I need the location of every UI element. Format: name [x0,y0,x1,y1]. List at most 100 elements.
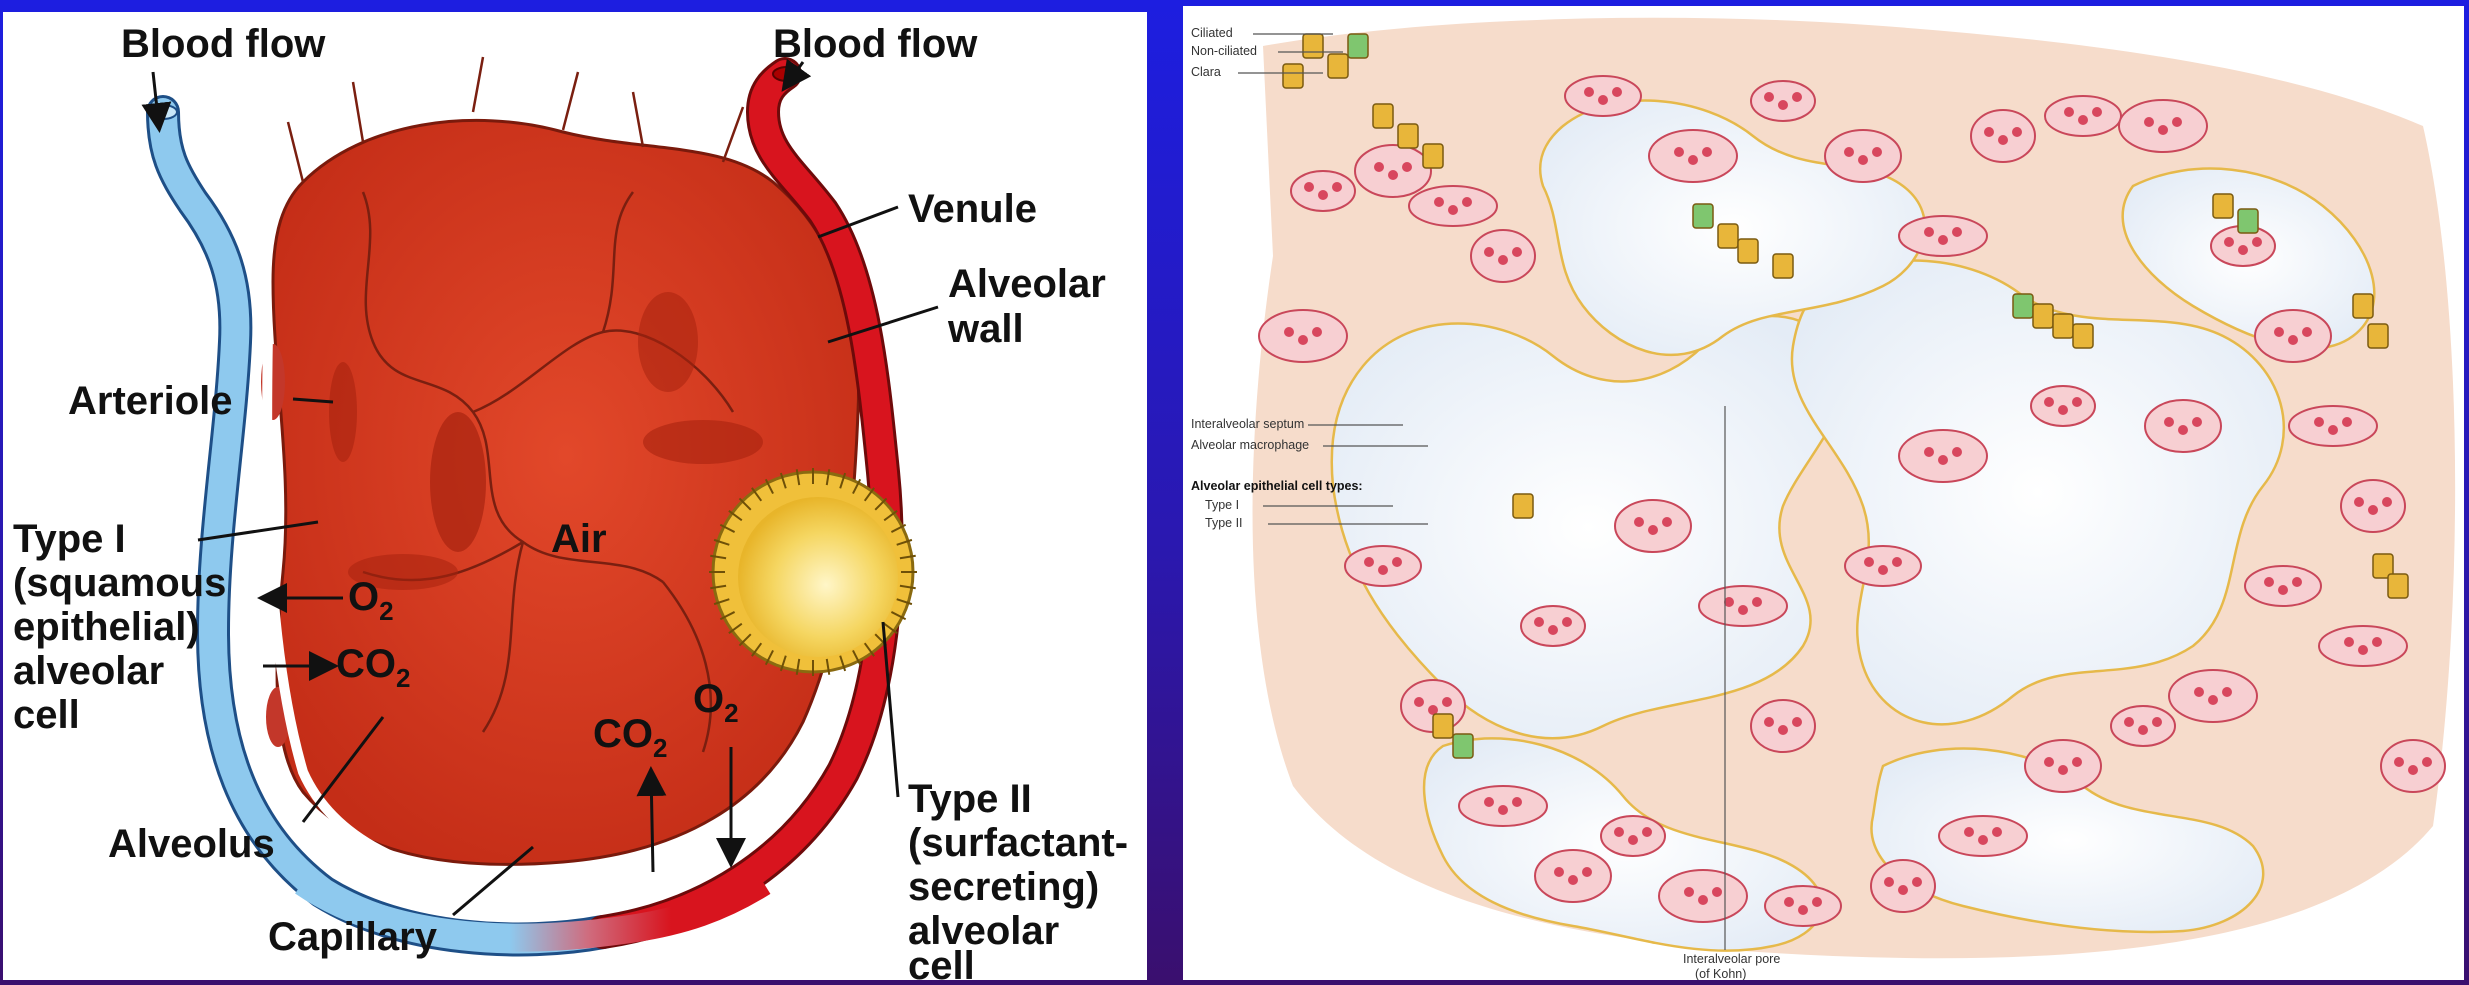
red-blood-cell [2152,717,2162,727]
alveolus-label: Alveolus [108,822,275,866]
red-blood-cell [1554,867,1564,877]
red-blood-cell [2072,397,2082,407]
red-blood-cell [2408,765,2418,775]
ciliated-label: Ciliated [1191,26,1233,40]
red-blood-cell [1364,557,1374,567]
arteriole-opening [148,104,178,120]
red-blood-cell [1642,827,1652,837]
red-blood-cell [1798,905,1808,915]
epithelial-cell [2052,313,2074,339]
alveolar-wall-leader [827,305,939,344]
red-blood-cell [1584,87,1594,97]
type1-label-3: epithelial) [13,605,200,649]
epithelial-cell [2372,553,2394,579]
red-blood-cell [1562,617,1572,627]
red-blood-cell [1612,87,1622,97]
alveolar-wall-label-1: Alveolar [948,262,1106,306]
red-blood-cell [2358,645,2368,655]
red-blood-cell [1938,455,1948,465]
red-blood-cell [1884,877,1894,887]
red-blood-cell [1414,697,1424,707]
type1-label-5: cell [13,693,80,737]
red-blood-cell [2064,107,2074,117]
red-blood-cell [1402,162,1412,172]
red-blood-cell [1684,887,1694,897]
inner-wall-lines [361,191,735,753]
red-blood-cell [1712,887,1722,897]
red-blood-cell [1764,717,1774,727]
blotch [638,292,698,392]
blotch [348,554,458,590]
red-blood-cell [1898,885,1908,895]
epithelial-cell [1512,493,1534,519]
alveolar-macrophage-label: Alveolar macrophage [1191,438,1310,452]
red-blood-cell [1388,170,1398,180]
red-blood-cell [1858,155,1868,165]
type2-leader [881,621,900,798]
red-blood-cell [1434,197,1444,207]
clara-label: Clara [1191,65,1221,79]
red-blood-cell [2422,757,2432,767]
red-blood-cell [1662,517,1672,527]
red-blood-cell [2314,417,2324,427]
co2-label-left: CO2 [336,642,411,693]
epithelial-cell [1717,223,1739,249]
red-blood-cell [2012,127,2022,137]
red-blood-cell [1428,705,1438,715]
red-blood-cell [2354,497,2364,507]
red-blood-cell [1598,95,1608,105]
red-blood-cell [2302,327,2312,337]
red-blood-cell [1778,100,1788,110]
red-blood-cell [1978,835,1988,845]
red-blood-cell [1864,557,1874,567]
red-blood-cell [1964,827,1974,837]
blood-flow-left-arrow [141,71,172,133]
arteriole-leader [292,397,334,404]
type1-label-4: alveolar [13,649,165,693]
venule-vessel [589,60,901,946]
red-blood-cell [2342,417,2352,427]
histology-illustration [1238,17,2456,959]
red-blood-cell [1878,565,1888,575]
red-blood-cell [2044,757,2054,767]
red-blood-cell [2264,577,2274,587]
red-blood-cell [1724,597,1734,607]
red-blood-cell [2288,335,2298,345]
type-ii-cell [709,468,917,676]
red-blood-cell [1332,182,1342,192]
red-blood-cell [2072,757,2082,767]
red-blood-cell [1812,897,1822,907]
type2-label-3: secreting) [908,865,1100,909]
type1-label-2: (squamous [13,561,227,605]
red-blood-cell [1284,327,1294,337]
red-blood-cell [2044,397,2054,407]
venule-label: Venule [908,187,1037,231]
capillary-vessel [295,870,771,952]
type1-label-1: Type I [13,517,126,561]
red-blood-cell [2372,637,2382,647]
epithelial-cell [1737,238,1759,264]
red-blood-cell [2138,725,2148,735]
epithelial-cell [1432,713,1454,739]
type2-label-2: (surfactant- [908,821,1129,865]
red-blood-cell [2222,687,2232,697]
red-blood-cell [1582,867,1592,877]
red-blood-cell [2274,327,2284,337]
red-blood-cell [1648,525,1658,535]
red-blood-cell [1992,827,2002,837]
interalveolar-septum-label: Interalveolar septum [1191,417,1305,431]
red-blood-cell [1984,127,1994,137]
red-blood-cell [1872,147,1882,157]
epithelial-cell [2072,323,2094,349]
alveolus-sac [271,119,861,866]
epithelial-cell [1327,53,1349,79]
red-blood-cell [1448,205,1458,215]
septum-cells [1258,33,2446,927]
red-blood-cell [2058,765,2068,775]
red-blood-cell [1698,895,1708,905]
red-blood-cell [1378,565,1388,575]
red-blood-cell [2124,717,2134,727]
red-blood-cell [2058,405,2068,415]
red-blood-cell [1998,135,2008,145]
red-blood-cell [2208,695,2218,705]
